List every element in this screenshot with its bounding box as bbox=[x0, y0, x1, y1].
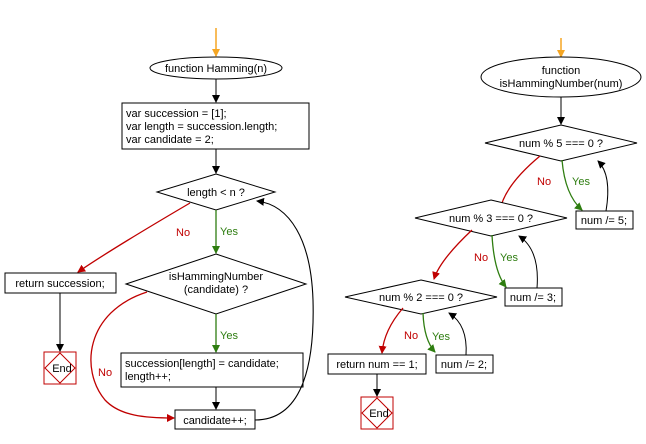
hamming-init-box bbox=[121, 102, 310, 150]
decision-mod-2-label: num % 2 === 0 ? bbox=[379, 292, 463, 304]
hamming-check-line-1: isHammingNumber bbox=[169, 271, 263, 283]
hamming-end-node bbox=[43, 351, 77, 385]
loop-yes-label: Yes bbox=[220, 226, 238, 238]
hamming-increment-label: candidate++; bbox=[183, 415, 247, 427]
cond2-no-label: No bbox=[404, 330, 418, 342]
divide-by-2-box bbox=[435, 354, 494, 374]
arrow-div5-loopback bbox=[597, 160, 609, 212]
hamming-return-label: return succession; bbox=[15, 278, 104, 290]
is-hamming-end-diamond bbox=[361, 397, 393, 429]
divide-by-5-label: num /= 5; bbox=[581, 215, 627, 227]
hamming-init-line-3: var candidate = 2; bbox=[126, 134, 214, 146]
arrow-div3-loopback bbox=[518, 235, 538, 289]
arrow-cond5-no bbox=[497, 155, 541, 211]
decision-mod-3 bbox=[414, 199, 568, 237]
decision-mod-2 bbox=[344, 279, 498, 315]
arrow-increment-loopback bbox=[254, 197, 314, 421]
cond5-yes-label: Yes bbox=[572, 176, 590, 188]
decision-mod-5-label: num % 5 === 0 ? bbox=[519, 138, 603, 150]
loop-no-label: No bbox=[176, 227, 190, 239]
hamming-init-line-2: var length = succession.length; bbox=[126, 121, 277, 133]
hamming-append-line-1: succession[length] = candidate; bbox=[125, 358, 279, 370]
is-hamming-start-line-1: function bbox=[542, 65, 581, 77]
divide-by-3-box bbox=[504, 287, 563, 307]
hamming-check-line-2: (candidate) ? bbox=[184, 284, 248, 296]
divide-by-2-label: num /= 2; bbox=[441, 359, 487, 371]
cond5-no-label: No bbox=[537, 176, 551, 188]
cond3-yes-label: Yes bbox=[500, 252, 518, 264]
arrow-cond3-yes bbox=[491, 234, 507, 288]
arrow-cond2-yes bbox=[422, 312, 436, 353]
is-hamming-start-line-2: isHammingNumber(num) bbox=[500, 78, 623, 90]
arrow-loop-no bbox=[77, 202, 191, 273]
arrow-cond3-no bbox=[432, 229, 473, 280]
hamming-end-diamond bbox=[44, 352, 76, 384]
cond3-no-label: No bbox=[474, 252, 488, 264]
hamming-start-label: function Hamming(n) bbox=[165, 63, 267, 75]
arrow-cond5-yes bbox=[561, 159, 583, 211]
is-hamming-return-label: return num == 1; bbox=[336, 359, 417, 371]
arrow-div2-loopback bbox=[448, 312, 467, 356]
is-hamming-flowchart: function isHammingNumber(num) num % 5 ==… bbox=[327, 38, 642, 430]
arrow-check-no bbox=[90, 291, 175, 422]
check-no-label: No bbox=[98, 367, 112, 379]
hamming-append-line-2: length++; bbox=[125, 371, 171, 383]
divide-by-5-box bbox=[575, 210, 634, 230]
check-yes-label: Yes bbox=[220, 330, 238, 342]
hamming-append-box bbox=[120, 352, 304, 388]
is-hamming-end-label: End bbox=[369, 408, 389, 420]
hamming-loop-condition: length < n ? bbox=[187, 187, 245, 199]
hamming-flowchart: function Hamming(n) var succession = [1]… bbox=[4, 28, 314, 430]
arrow-cond2-no bbox=[378, 307, 404, 354]
is-hamming-start-node bbox=[480, 56, 642, 98]
decision-mod-5 bbox=[484, 124, 638, 162]
is-hamming-end-node bbox=[360, 396, 394, 430]
decision-mod-3-label: num % 3 === 0 ? bbox=[449, 213, 533, 225]
hamming-end-label: End bbox=[52, 363, 72, 375]
divide-by-3-label: num /= 3; bbox=[510, 292, 556, 304]
hamming-init-line-1: var succession = [1]; bbox=[126, 108, 227, 120]
cond2-yes-label: Yes bbox=[432, 331, 450, 343]
